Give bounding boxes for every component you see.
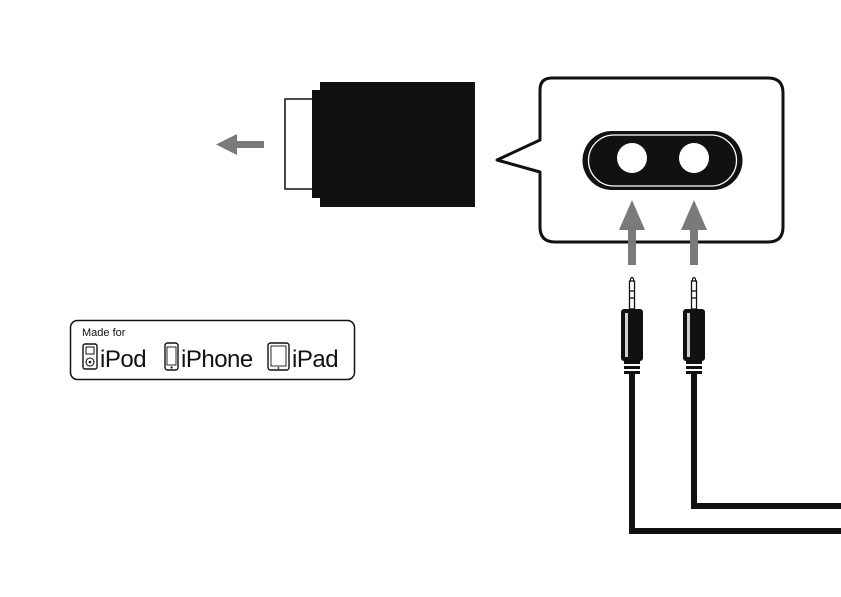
jack-left [617,143,647,173]
jack-callout [497,78,783,242]
jack-panel [583,131,743,190]
made-for-label: Made for [82,327,126,339]
made-for-badge: Made for iPod iPhone iPad [71,321,355,380]
iphone-label: iPhone [181,346,253,373]
audio-cable-right [694,374,841,506]
ipod-label: iPod [100,346,146,373]
dock-adapter [285,82,475,207]
audio-plug-left [621,278,643,375]
jack-right [679,143,709,173]
ipad-label: iPad [292,346,338,373]
audio-plug-right [683,278,705,375]
direction-arrow-icon [216,134,264,155]
